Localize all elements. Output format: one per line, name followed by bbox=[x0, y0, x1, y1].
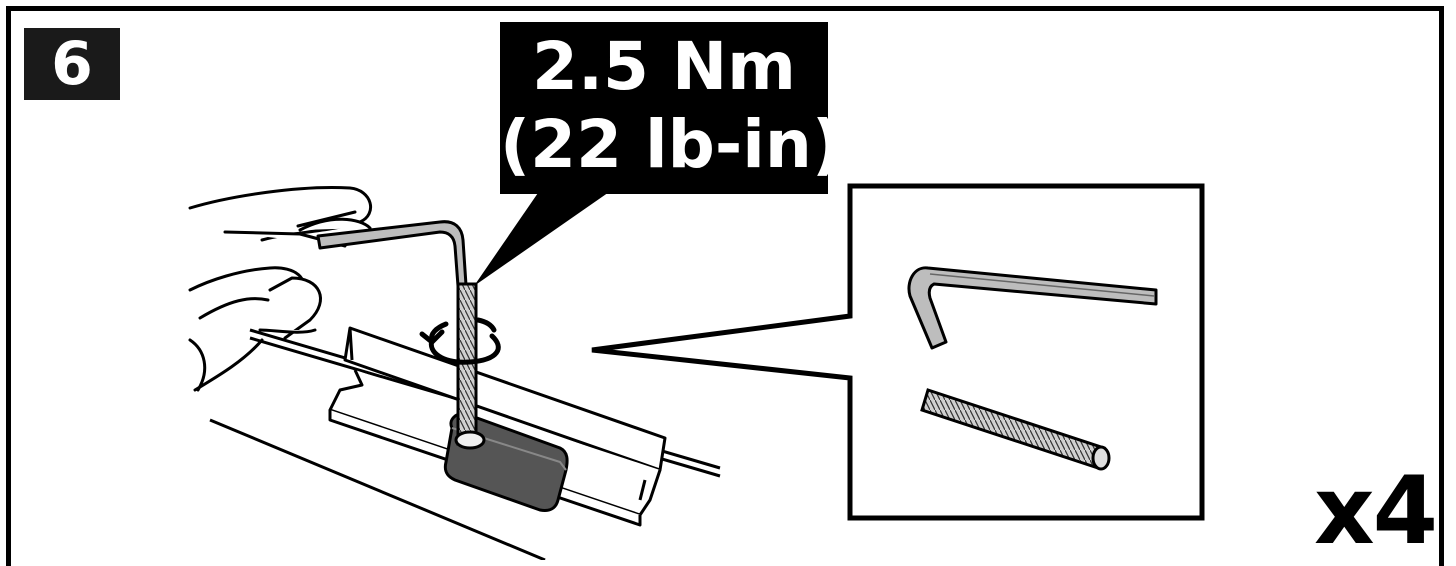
torque-imperial-value: (22 lb-in) bbox=[500, 106, 828, 184]
hex-key-in-use bbox=[318, 222, 466, 286]
step-number-badge: 6 bbox=[24, 28, 120, 100]
torque-callout-pointer bbox=[474, 190, 612, 286]
parts-detail-callout bbox=[592, 186, 1202, 518]
torque-metric-value: 2.5 Nm bbox=[500, 28, 828, 106]
hand-illustration bbox=[190, 188, 371, 390]
torque-spec-label: 2.5 Nm (22 lb-in) bbox=[500, 22, 828, 194]
quantity-label: x4 bbox=[1314, 457, 1436, 566]
